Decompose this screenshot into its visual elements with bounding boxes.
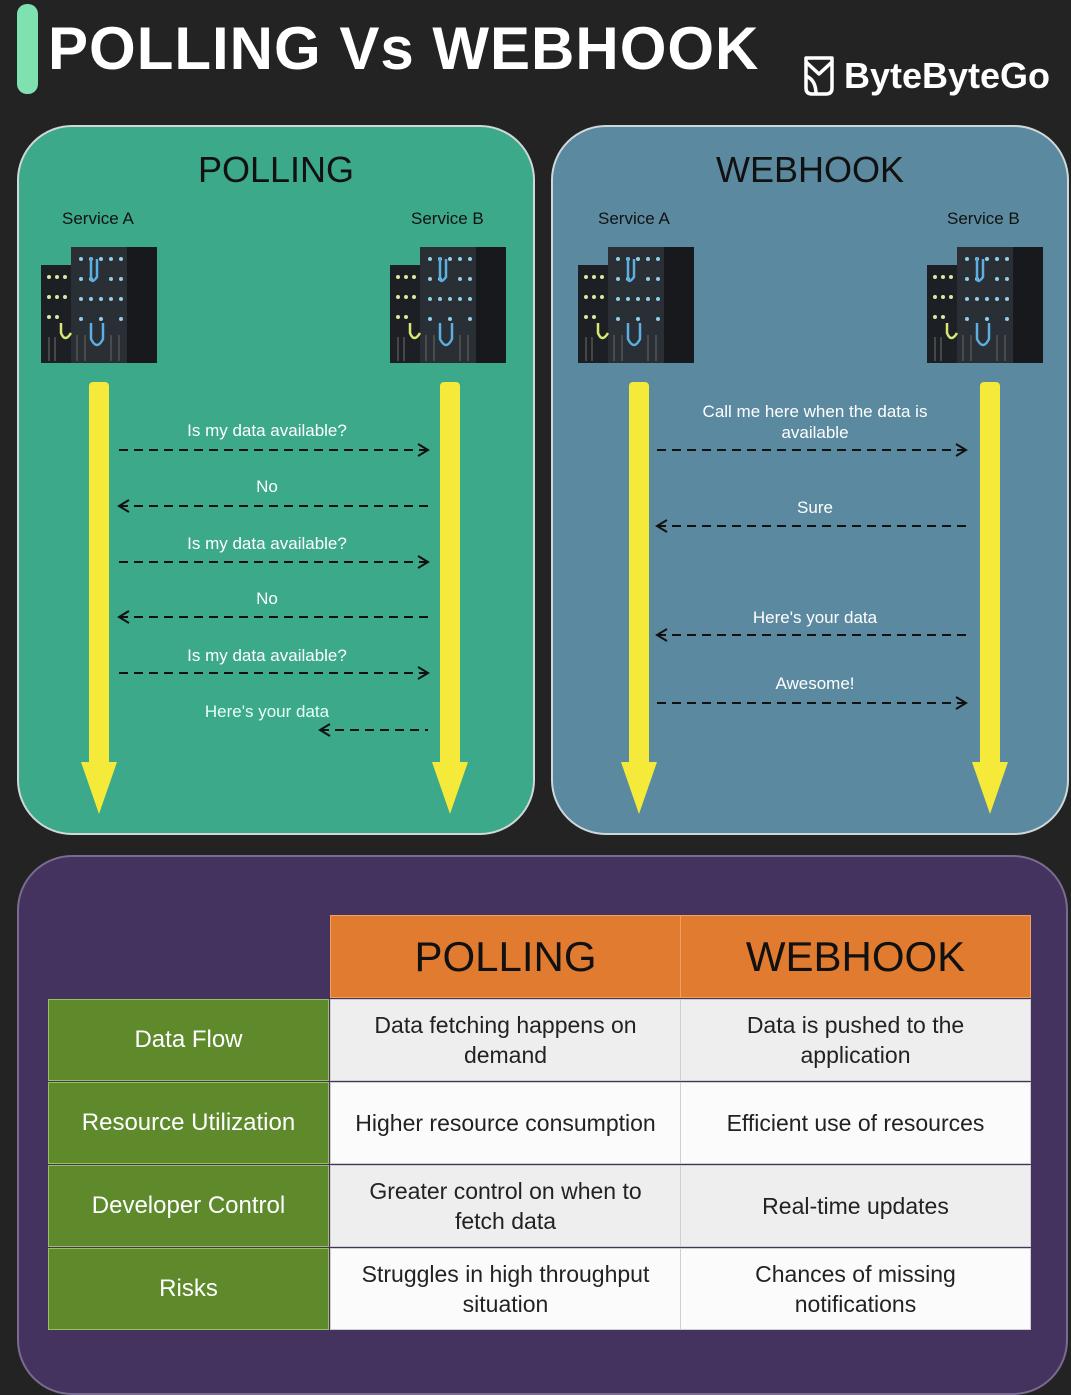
message-label: Awesome! — [775, 674, 855, 693]
message-label: No — [256, 477, 278, 496]
left-dashed-arrow-icon — [117, 499, 428, 513]
server-icon — [927, 245, 1043, 363]
webhook-panel-title: WEBHOOK — [715, 149, 904, 190]
title-accent-bar — [17, 4, 38, 94]
row-label: Data Flow — [48, 999, 329, 1081]
webhook-cell: Data is pushed to the application — [680, 999, 1031, 1081]
table-header-webhook: WEBHOOK — [680, 915, 1031, 998]
brand-logo: ByteByteGo — [802, 54, 1050, 98]
polling-cell: Struggles in high throughput situation — [330, 1248, 681, 1330]
left-dashed-arrow-icon — [655, 628, 966, 642]
webhook-cell: Chances of missing notifications — [680, 1248, 1031, 1330]
message-label: Call me here when the data is available — [702, 402, 928, 442]
row-label: Risks — [48, 1248, 329, 1330]
timeline-arrow-icon — [432, 382, 468, 814]
row-label: Resource Utilization — [48, 1082, 329, 1164]
polling-cell: Greater control on when to fetch data — [330, 1165, 681, 1247]
right-dashed-arrow-icon — [119, 443, 430, 457]
server-icon — [41, 245, 157, 363]
row-label: Developer Control — [48, 1165, 329, 1247]
message-label: Is my data available? — [187, 534, 347, 553]
left-dashed-arrow-icon — [655, 519, 966, 533]
message-label: Is my data available? — [187, 646, 347, 665]
message-label: Here's your data — [752, 608, 878, 627]
service-a-label: Service A — [598, 209, 670, 228]
right-dashed-arrow-icon — [657, 696, 968, 710]
webhook-panel: WEBHOOK Service A Service B — [551, 125, 1069, 835]
right-dashed-arrow-icon — [657, 443, 968, 457]
right-dashed-arrow-icon — [119, 666, 430, 680]
bytebytego-logo-icon — [804, 56, 834, 96]
left-dashed-arrow-icon — [318, 723, 428, 737]
timeline-arrow-icon — [621, 382, 657, 814]
left-dashed-arrow-icon — [117, 610, 428, 624]
timeline-arrow-icon — [81, 382, 117, 814]
message-label: Is my data available? — [187, 421, 347, 440]
webhook-cell: Efficient use of resources — [680, 1082, 1031, 1164]
polling-panel-title: POLLING — [197, 149, 355, 190]
service-b-label: Service B — [411, 209, 484, 228]
polling-cell: Data fetching happens on demand — [330, 999, 681, 1081]
server-icon — [578, 245, 694, 363]
service-a-label: Service A — [62, 209, 134, 228]
polling-panel: POLLING Service A Service B — [17, 125, 535, 835]
message-label: No — [256, 589, 278, 608]
message-label: Here's your data — [204, 702, 330, 721]
timeline-arrow-icon — [972, 382, 1008, 814]
polling-cell: Higher resource consumption — [330, 1082, 681, 1164]
table-header-polling: POLLING — [330, 915, 681, 998]
message-label: Sure — [797, 498, 833, 517]
service-b-label: Service B — [947, 209, 1020, 228]
server-icon — [390, 245, 506, 363]
right-dashed-arrow-icon — [119, 555, 430, 569]
page-title: POLLING Vs WEBHOOK — [48, 15, 760, 82]
brand-name: ByteByteGo — [844, 55, 1051, 96]
webhook-cell: Real-time updates — [680, 1165, 1031, 1247]
